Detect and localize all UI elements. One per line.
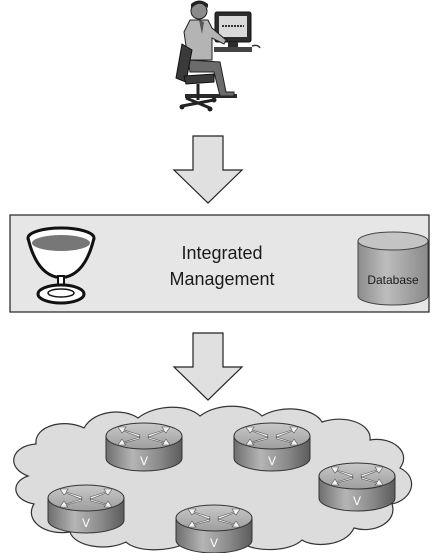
router-icon: V [233, 422, 311, 472]
router-label: V [353, 494, 361, 508]
router-icon: V [47, 484, 125, 534]
down-arrow-top [172, 135, 244, 204]
router-label: V [268, 454, 276, 468]
router-icon: V [318, 462, 396, 512]
router-label: V [140, 454, 148, 468]
router-label: V [210, 536, 218, 550]
down-arrow-bottom [172, 332, 244, 401]
router-icon: V [175, 504, 253, 553]
database-label: Database [367, 273, 419, 287]
management-label-line2: Management [169, 269, 274, 289]
user-workstation-icon [175, 0, 261, 112]
chalice-icon [26, 226, 96, 305]
database-icon: Database [357, 231, 429, 306]
router-label: V [82, 516, 90, 530]
router-icon: V [105, 422, 183, 472]
management-label-line1: Integrated [181, 243, 262, 263]
